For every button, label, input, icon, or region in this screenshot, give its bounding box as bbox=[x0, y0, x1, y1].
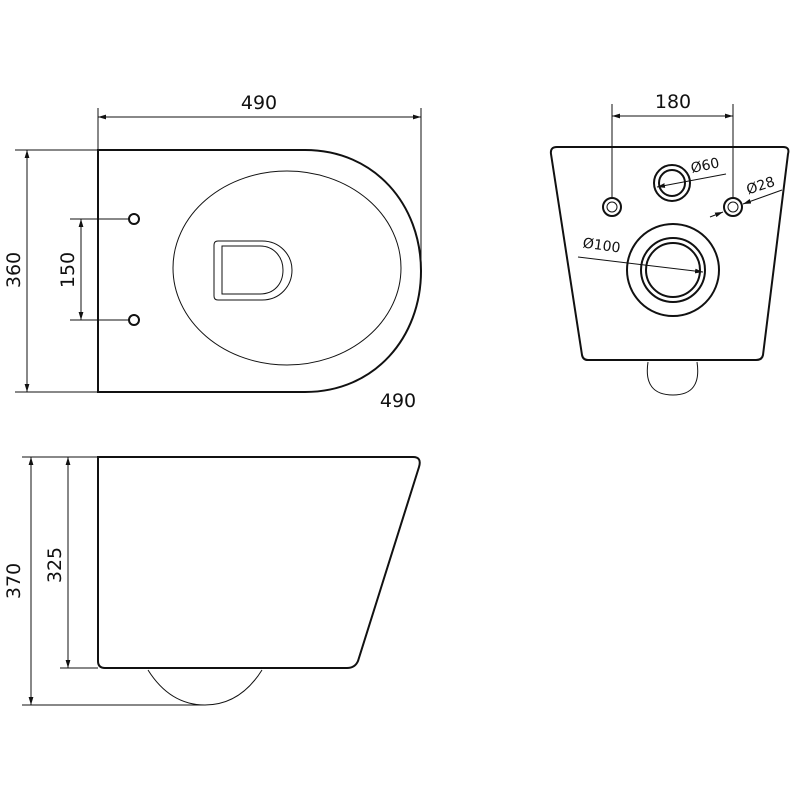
bowl-outline-top bbox=[97, 149, 423, 393]
dimension-height-370: 370 bbox=[3, 563, 25, 599]
seat-hole-lower bbox=[128, 314, 140, 326]
seat-hole-upper bbox=[128, 213, 140, 225]
dimension-seat-holes-150: 150 bbox=[57, 252, 79, 288]
dimension-height-325: 325 bbox=[44, 547, 66, 583]
side-view: 370 325 bbox=[3, 456, 421, 706]
dimension-width-490: 490 bbox=[241, 92, 277, 114]
rear-view: 180 Ø60 Ø28 Ø100 bbox=[549, 91, 790, 396]
outlet-spigot-side bbox=[147, 669, 263, 706]
dimension-outlet-100: Ø100 bbox=[582, 235, 622, 256]
top-view: 490 360 150 490 bbox=[3, 92, 423, 412]
dimension-depth-360: 360 bbox=[3, 252, 25, 288]
waste-outlet bbox=[626, 223, 720, 317]
dimension-fixings-180: 180 bbox=[655, 91, 691, 113]
water-inlet bbox=[653, 164, 691, 202]
dimension-inlet-60: Ø60 bbox=[689, 155, 721, 177]
flush-outlet-inner bbox=[221, 245, 284, 295]
side-outline bbox=[97, 456, 421, 669]
flush-outlet-outer bbox=[213, 240, 293, 301]
dimension-length-490: 490 bbox=[380, 390, 416, 412]
bowl-rim bbox=[172, 170, 402, 366]
rear-outline bbox=[549, 146, 790, 361]
fixing-hole-left bbox=[602, 197, 622, 217]
dimension-fixing-hole-28: Ø28 bbox=[745, 174, 777, 198]
fixing-hole-right bbox=[723, 197, 743, 217]
outlet-spigot bbox=[646, 361, 699, 396]
